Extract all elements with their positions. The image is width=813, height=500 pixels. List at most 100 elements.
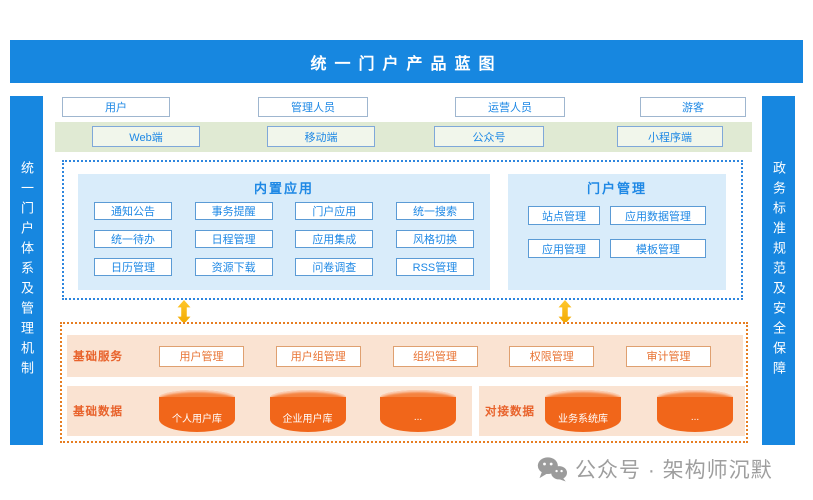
app-item-label: 统一搜索 — [412, 206, 457, 218]
database-cylinder: 个人用户库 — [159, 390, 235, 432]
builtin-apps-grid: 通知公告 事务提醒 门户应用 统一搜索 统一待办 日程管理 应用集成 风格切换 … — [78, 200, 490, 276]
user-role-label: 游客 — [682, 102, 704, 114]
portal-item: 应用数据管理 — [610, 206, 706, 225]
portal-item-label: 应用管理 — [542, 243, 586, 256]
app-item: 通知公告 — [94, 202, 172, 220]
link-data-band: 对接数据 业务系统库 ... — [479, 386, 745, 436]
service-item-label: 审计管理 — [646, 351, 691, 363]
channel-band: Web端 移动端 公众号 小程序端 — [55, 122, 752, 152]
database-label: 个人用户库 — [172, 414, 222, 425]
cylinder-body: ... — [380, 397, 456, 432]
channel-box: 移动端 — [267, 126, 375, 147]
database-cylinder: 业务系统库 — [545, 390, 621, 432]
cylinder-body: ... — [657, 397, 733, 432]
service-item: 用户组管理 — [275, 345, 361, 367]
portal-item-label: 模板管理 — [636, 243, 680, 256]
service-item: 权限管理 — [509, 345, 595, 367]
cylinder-body: 企业用户库 — [269, 397, 346, 432]
application-layer-container: 内置应用 通知公告 事务提醒 门户应用 统一搜索 统一待办 日程管理 应用集成 … — [62, 160, 743, 300]
portal-item-label: 站点管理 — [542, 210, 586, 223]
diagram-title-banner: 统一门户产品蓝图 — [10, 40, 803, 83]
user-role-label: 管理人员 — [291, 102, 335, 114]
service-item-label: 权限管理 — [529, 351, 574, 363]
app-item-label: 统一待办 — [111, 234, 155, 246]
user-role-box: 管理人员 — [258, 97, 368, 117]
right-sidebar-label: 政务标准规范及安全保障 — [771, 160, 786, 381]
portal-item: 应用管理 — [528, 239, 600, 258]
app-item-label: 风格切换 — [412, 234, 457, 246]
left-sidebar-governance: 统一门户体系及管理机制 — [10, 96, 43, 445]
channel-label: 公众号 — [472, 131, 506, 144]
app-item: 统一待办 — [94, 230, 172, 248]
user-role-box: 用户 — [62, 97, 170, 117]
app-item: 门户应用 — [295, 202, 374, 220]
service-item-label: 用户组管理 — [290, 351, 346, 363]
channel-box: 小程序端 — [617, 126, 723, 147]
service-item-label: 用户管理 — [179, 351, 224, 363]
app-item-label: 问卷调查 — [312, 262, 357, 274]
portal-mgmt-grid: 站点管理 应用数据管理 应用管理 模板管理 — [508, 200, 726, 258]
user-role-label: 运营人员 — [488, 102, 532, 114]
app-item: RSS管理 — [395, 258, 474, 276]
cylinder-body: 业务系统库 — [545, 397, 621, 432]
diagram-title: 统一门户产品蓝图 — [310, 55, 503, 73]
left-sidebar-label: 统一门户体系及管理机制 — [19, 160, 34, 381]
channel-box: 公众号 — [434, 126, 544, 147]
channel-box: Web端 — [92, 126, 200, 147]
double-arrow-icon — [558, 300, 572, 324]
service-item: 用户管理 — [159, 345, 244, 367]
portal-item: 站点管理 — [528, 206, 600, 225]
database-label: 企业用户库 — [282, 414, 333, 425]
user-role-box: 运营人员 — [455, 97, 565, 117]
base-services-band: 基础服务 用户管理 用户组管理 组织管理 权限管理 审计管理 — [67, 335, 743, 377]
app-item-label: 门户应用 — [312, 206, 357, 218]
database-cylinder: ... — [380, 390, 456, 432]
portal-mgmt-panel: 门户管理 站点管理 应用数据管理 应用管理 模板管理 — [508, 174, 726, 290]
app-item: 风格切换 — [395, 230, 474, 248]
service-item: 审计管理 — [626, 345, 711, 367]
app-item-label: 日历管理 — [111, 262, 155, 274]
builtin-apps-title: 内置应用 — [253, 180, 314, 196]
app-item-label: 应用集成 — [312, 234, 357, 246]
link-data-row: 业务系统库 ... — [545, 390, 745, 432]
base-services-row: 用户管理 用户组管理 组织管理 权限管理 审计管理 — [159, 345, 743, 367]
app-item-label: 资源下载 — [211, 262, 256, 274]
database-label: ... — [690, 412, 700, 423]
app-item-label: 日程管理 — [211, 234, 256, 246]
base-layer-container: 基础服务 用户管理 用户组管理 组织管理 权限管理 审计管理 基础数据 个人用户… — [60, 322, 748, 443]
app-item: 应用集成 — [295, 230, 374, 248]
builtin-apps-panel: 内置应用 通知公告 事务提醒 门户应用 统一搜索 统一待办 日程管理 应用集成 … — [78, 174, 490, 290]
portal-item-label: 应用数据管理 — [625, 210, 691, 223]
base-data-band: 基础数据 个人用户库 企业用户库 ... — [67, 386, 472, 436]
base-data-label: 基础数据 — [73, 406, 123, 418]
portal-item: 模板管理 — [610, 239, 706, 258]
database-cylinder: 企业用户库 — [269, 390, 346, 432]
database-cylinder: ... — [657, 390, 733, 432]
user-role-label: 用户 — [105, 102, 127, 114]
app-item: 统一搜索 — [395, 202, 474, 220]
service-item-label: 组织管理 — [413, 351, 457, 363]
app-item: 资源下载 — [194, 258, 273, 276]
app-item-label: RSS管理 — [412, 262, 458, 274]
footer-text: 公众号 · 架构师沉默 — [575, 459, 773, 482]
app-item-label: 通知公告 — [111, 206, 155, 218]
app-item: 日程管理 — [194, 230, 273, 248]
right-sidebar-standards: 政务标准规范及安全保障 — [762, 96, 795, 445]
portal-mgmt-title: 门户管理 — [586, 180, 647, 196]
app-item-label: 事务提醒 — [211, 206, 256, 218]
double-arrow-icon — [177, 300, 191, 324]
channel-label: 小程序端 — [648, 131, 692, 144]
base-services-label: 基础服务 — [73, 351, 123, 363]
database-label: ... — [413, 412, 423, 423]
channel-label: Web端 — [129, 131, 163, 144]
service-item: 组织管理 — [392, 345, 478, 367]
app-item: 日历管理 — [94, 258, 172, 276]
link-data-label: 对接数据 — [485, 406, 535, 418]
wechat-icon — [537, 457, 567, 482]
channel-label: 移动端 — [304, 131, 338, 144]
base-data-row: 个人用户库 企业用户库 ... — [159, 390, 472, 432]
footer-watermark: 公众号 · 架构师沉默 — [537, 452, 773, 486]
app-item: 事务提醒 — [194, 202, 273, 220]
database-label: 业务系统库 — [558, 414, 608, 425]
